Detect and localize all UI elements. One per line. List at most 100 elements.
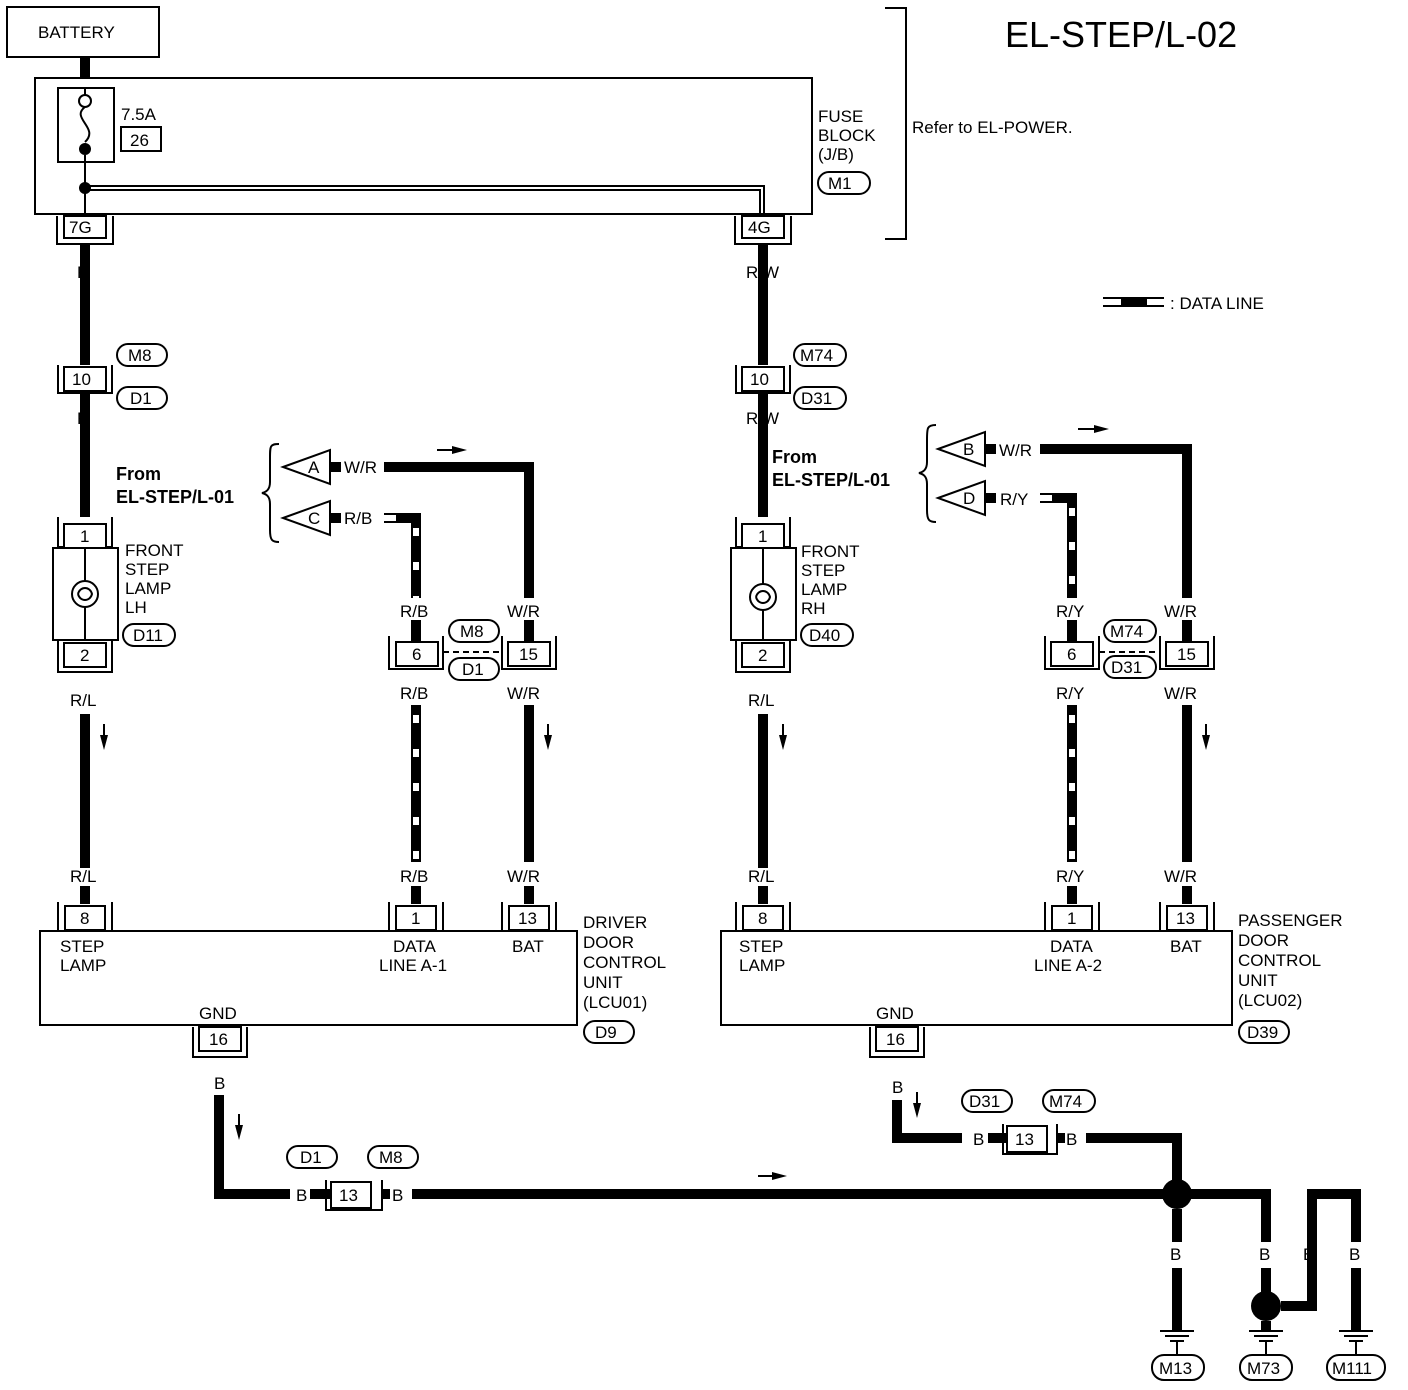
svg-text:6: 6: [1067, 645, 1076, 664]
svg-text:1: 1: [1067, 909, 1076, 928]
input-arrow-b: B W/R: [935, 430, 1032, 468]
svg-text:8: 8: [758, 909, 767, 928]
wire-b-right-bus: [1086, 1133, 1182, 1194]
joint-right-6-15: 6 15 M74 D31: [1044, 619, 1215, 679]
input-arrow-d: D R/Y: [935, 479, 1028, 517]
fuse-rating: 7.5A: [121, 105, 157, 124]
svg-text:R/B: R/B: [400, 602, 428, 621]
svg-text:D11: D11: [133, 626, 163, 645]
fuse-block-label-2: BLOCK: [818, 126, 876, 145]
svg-text:R/Y: R/Y: [1000, 490, 1028, 509]
svg-text:STEP: STEP: [801, 561, 845, 580]
splice-m73: [1251, 1291, 1281, 1321]
svg-text:R/Y: R/Y: [1056, 684, 1084, 703]
svg-text:A: A: [308, 458, 320, 477]
svg-text:STEP: STEP: [739, 937, 783, 956]
svg-text:2: 2: [758, 646, 767, 665]
svg-text:LAMP: LAMP: [739, 956, 785, 975]
svg-text:C: C: [308, 509, 320, 528]
driver-door-control-unit: 8 1 13 STEP LAMP DATA LINE A-1 BAT GND D…: [39, 902, 666, 1058]
svg-text:1: 1: [411, 909, 420, 928]
svg-text:6: 6: [412, 645, 421, 664]
input-arrow-c: C R/B: [280, 499, 372, 537]
wire-ry-right: [1040, 493, 1077, 598]
svg-text:W/R: W/R: [507, 602, 540, 621]
svg-text:W/R: W/R: [344, 458, 377, 477]
svg-text:1: 1: [758, 527, 767, 546]
ground-m111: M111: [1326, 1330, 1386, 1381]
svg-text:R/L: R/L: [748, 867, 774, 886]
svg-text:D9: D9: [595, 1023, 617, 1042]
svg-text:B: B: [1259, 1245, 1270, 1264]
svg-text:13: 13: [1015, 1130, 1034, 1149]
svg-text:R/B: R/B: [400, 684, 428, 703]
page-title: EL-STEP/L-02: [1005, 14, 1237, 55]
joint-left-6-15: 6 15 M8 D1: [388, 619, 557, 681]
fuse-block-connector: M1: [828, 174, 852, 193]
svg-text:W/R: W/R: [1164, 684, 1197, 703]
svg-text:R: R: [77, 263, 89, 282]
from-label-right-1: From: [772, 447, 817, 467]
svg-text:M74: M74: [1049, 1092, 1082, 1111]
fuse-block: 7.5A 26 FUSE BLOCK (J/B) M1: [34, 77, 876, 215]
svg-text:4G: 4G: [748, 218, 771, 237]
from-label-left-1: From: [116, 464, 161, 484]
svg-text:B: B: [1170, 1245, 1181, 1264]
svg-text:R/L: R/L: [748, 691, 774, 710]
svg-text:16: 16: [209, 1030, 228, 1049]
svg-text:D: D: [963, 489, 975, 508]
passenger-door-control-unit: 8 1 13 STEP LAMP DATA LINE A-2 BAT GND P…: [720, 902, 1343, 1058]
svg-text:RH: RH: [801, 599, 826, 618]
svg-text:B: B: [392, 1186, 403, 1205]
svg-text:D40: D40: [809, 626, 840, 645]
svg-text:CONTROL: CONTROL: [583, 953, 666, 972]
wire-b-right-gnd: [892, 1100, 962, 1143]
svg-text:13: 13: [518, 909, 537, 928]
fuse-block-label-1: FUSE: [818, 107, 863, 126]
svg-text:M8: M8: [128, 346, 152, 365]
wire-wr-left: [384, 462, 534, 598]
input-arrow-a: A W/R: [280, 448, 377, 486]
legend-data-line: : DATA LINE: [1103, 294, 1264, 313]
power-bracket: [885, 7, 907, 240]
svg-text:B: B: [963, 440, 974, 459]
svg-text:R/W: R/W: [746, 263, 779, 282]
svg-text:D1: D1: [462, 660, 484, 679]
svg-text:GND: GND: [199, 1004, 237, 1023]
svg-text:B: B: [1066, 1130, 1077, 1149]
svg-text:STEP: STEP: [125, 560, 169, 579]
svg-text:R/B: R/B: [344, 509, 372, 528]
battery-label: BATTERY: [38, 23, 115, 42]
svg-text:16: 16: [886, 1030, 905, 1049]
svg-text:D39: D39: [1247, 1023, 1278, 1042]
svg-text:D31: D31: [969, 1092, 1000, 1111]
svg-text:W/R: W/R: [1164, 867, 1197, 886]
refer-note: Refer to EL-POWER.: [912, 118, 1073, 137]
joint-left-10: 10 M8 D1: [57, 343, 168, 410]
svg-text:R/L: R/L: [70, 691, 96, 710]
svg-text:8: 8: [80, 909, 89, 928]
svg-text:DRIVER: DRIVER: [583, 913, 647, 932]
svg-text:DOOR: DOOR: [583, 933, 634, 952]
svg-text:7G: 7G: [69, 218, 92, 237]
from-label-right-2: EL-STEP/L-01: [772, 470, 890, 490]
joint-left-13: 13 D1 M8: [286, 1145, 419, 1211]
svg-text:W/R: W/R: [507, 684, 540, 703]
svg-text:D31: D31: [801, 389, 832, 408]
svg-text:15: 15: [1177, 645, 1196, 664]
svg-text:D1: D1: [300, 1148, 322, 1167]
ground-m73: M73: [1239, 1330, 1293, 1381]
battery: BATTERY: [6, 6, 160, 58]
wire-b-left-gnd: [214, 1095, 290, 1199]
joint-right-10: 10 M74 D31: [735, 343, 847, 410]
svg-text:LAMP: LAMP: [801, 580, 847, 599]
svg-text:15: 15: [519, 645, 538, 664]
svg-text:D1: D1: [130, 389, 152, 408]
svg-text:M74: M74: [1110, 622, 1143, 641]
svg-text:M13: M13: [1159, 1359, 1192, 1378]
svg-text:LINE A-2: LINE A-2: [1034, 956, 1102, 975]
svg-text:10: 10: [750, 370, 769, 389]
from-label-left-2: EL-STEP/L-01: [116, 487, 234, 507]
svg-text:(LCU01): (LCU01): [583, 993, 647, 1012]
